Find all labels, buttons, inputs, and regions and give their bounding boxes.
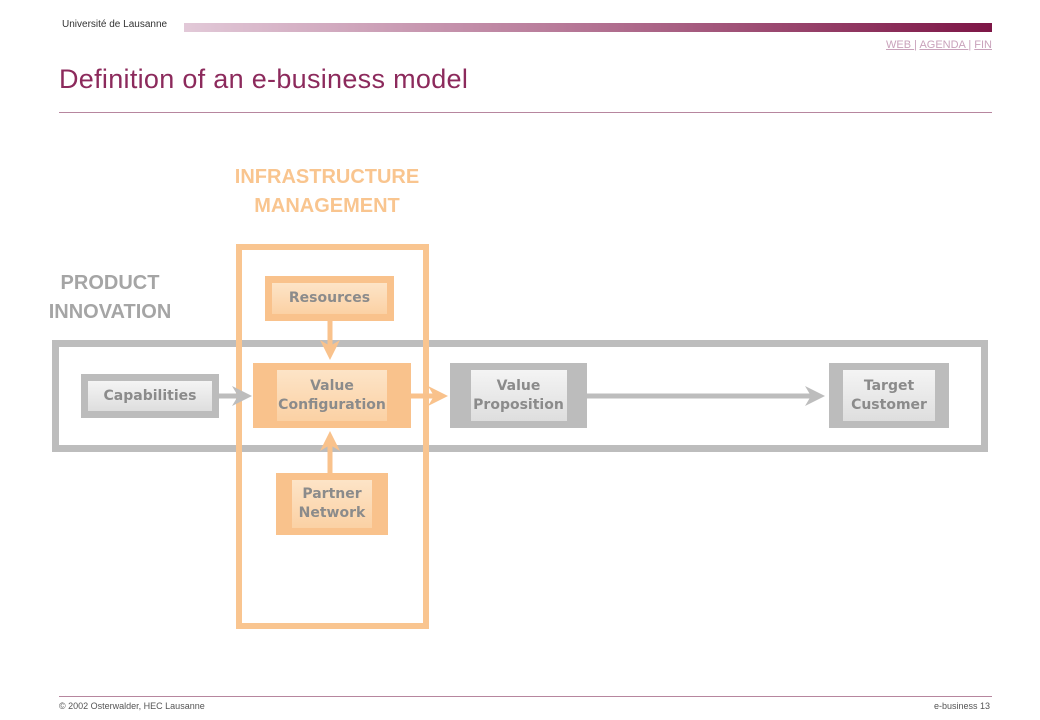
header-gradient-bar xyxy=(184,23,992,32)
footer-copyright: © 2002 Osterwalder, HEC Lausanne xyxy=(59,701,205,711)
capabilities-label: Capabilities xyxy=(88,381,212,411)
capabilities-box: Capabilities xyxy=(81,374,219,418)
footer-divider xyxy=(59,696,992,697)
university-name: Université de Lausanne xyxy=(62,19,168,30)
value-configuration-label: Value Configuration xyxy=(277,370,387,421)
title-divider xyxy=(59,112,992,113)
product-innovation-frame xyxy=(52,340,988,452)
partner-network-label: Partner Network xyxy=(292,480,372,528)
value-configuration-box: Value Configuration xyxy=(253,363,411,428)
value-proposition-box: Value Proposition xyxy=(450,363,587,428)
header-nav: WEB | AGENDA | FIN xyxy=(886,39,992,51)
infrastructure-management-label: INFRASTRUCTURE MANAGEMENT xyxy=(234,166,420,217)
product-innovation-label: PRODUCT INNOVATION xyxy=(48,272,172,323)
infrastructure-management-frame xyxy=(236,244,429,629)
partner-network-box: Partner Network xyxy=(276,473,388,535)
footer-page-number: e-business 13 xyxy=(933,701,990,711)
web-link[interactable]: WEB xyxy=(886,39,915,51)
resources-box: Resources xyxy=(265,276,394,321)
nav-separator: | xyxy=(914,39,920,51)
nav-separator: | xyxy=(968,39,975,51)
fin-link[interactable]: FIN xyxy=(974,39,992,51)
page-title: Definition of an e-business model xyxy=(59,64,469,94)
resources-label: Resources xyxy=(272,283,387,314)
target-customer-label: Target Customer xyxy=(843,370,935,421)
agenda-link[interactable]: AGENDA xyxy=(919,39,969,51)
target-customer-box: Target Customer xyxy=(829,363,949,428)
value-proposition-label: Value Proposition xyxy=(470,370,567,421)
